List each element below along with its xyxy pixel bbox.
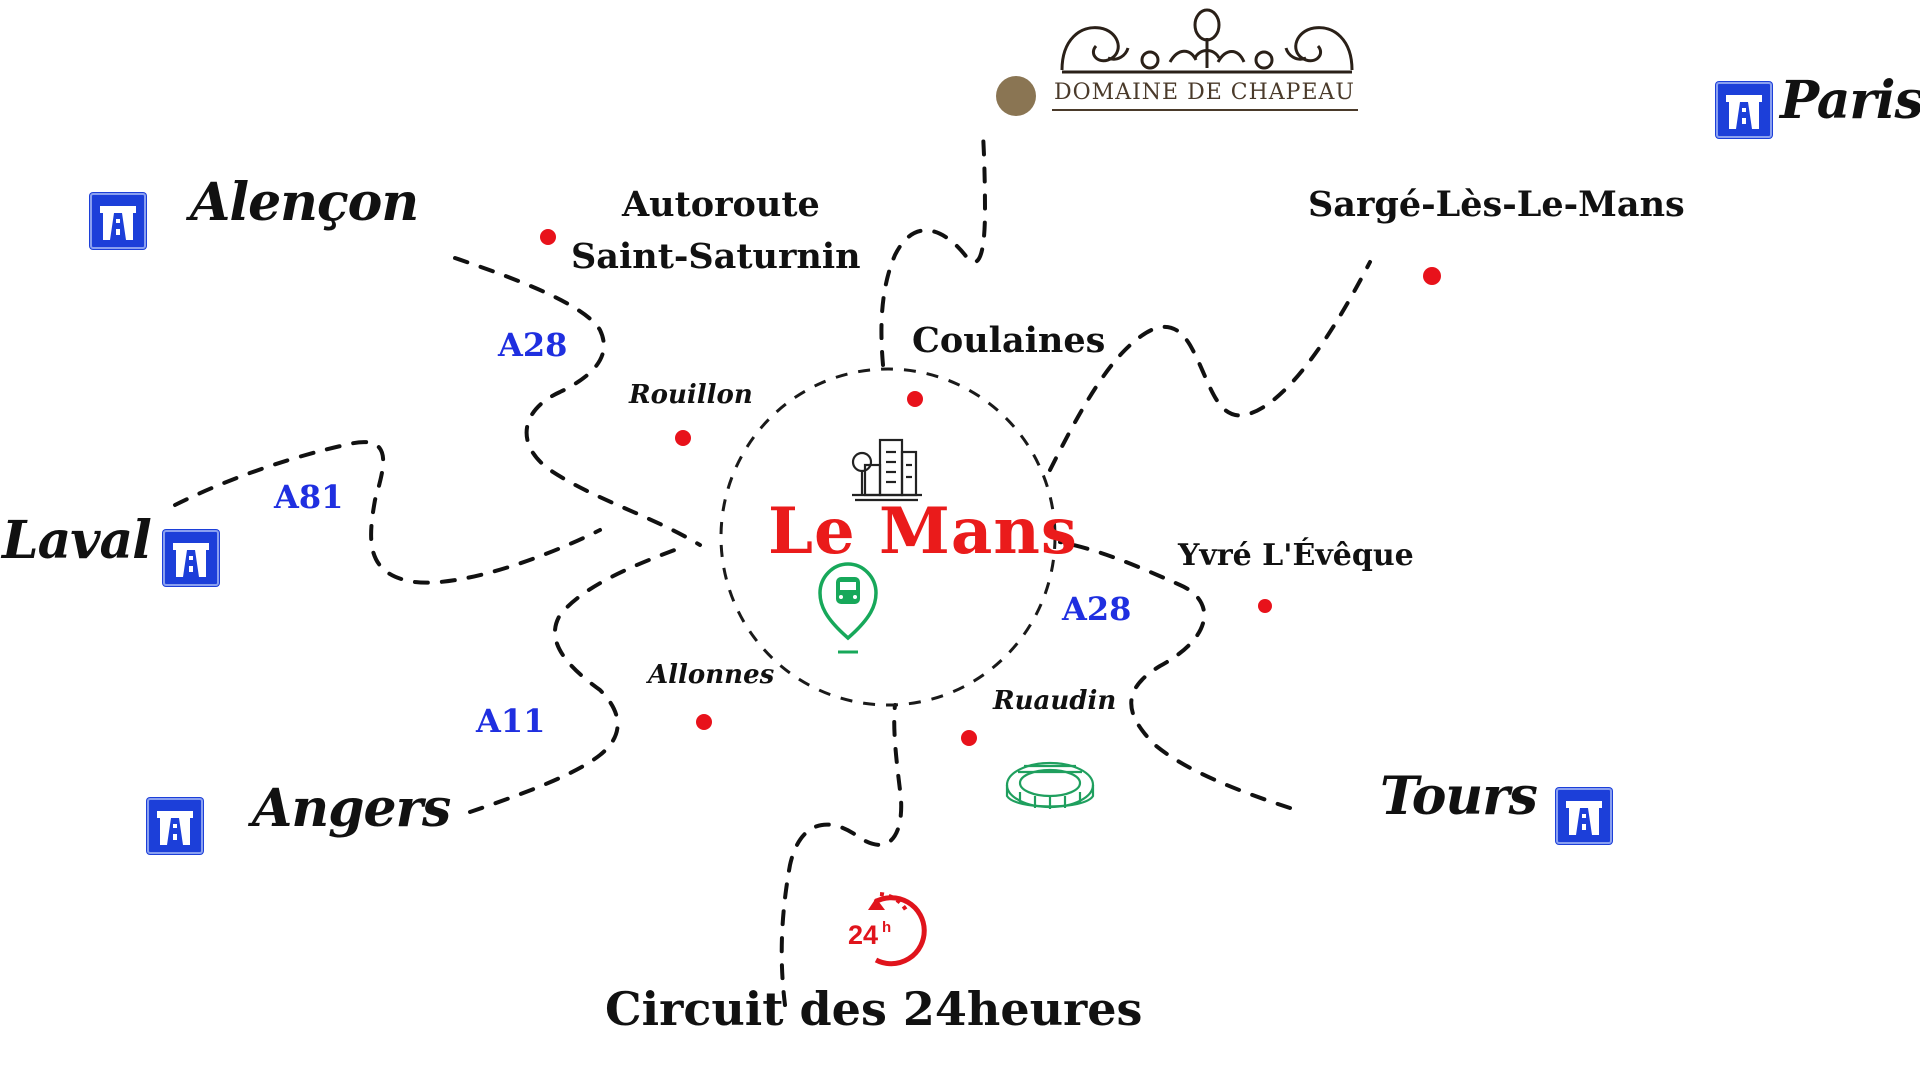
town-dots	[540, 229, 1441, 746]
city-label-angers[interactable]: Angers	[252, 778, 451, 839]
route-a11-angers	[468, 546, 682, 814]
road-label-a11[interactable]: A11	[476, 702, 546, 740]
motorway-sign-icon[interactable]	[1716, 82, 1772, 138]
brand-dot[interactable]	[996, 76, 1036, 116]
train-station-pin-icon[interactable]	[818, 562, 878, 654]
dot-allonnes[interactable]	[696, 714, 712, 730]
city-buildings-icon	[851, 438, 922, 502]
place-label-sarge[interactable]: Sargé-Lès-Le-Mans	[1308, 184, 1685, 225]
city-label-tours[interactable]: Tours	[1380, 766, 1538, 827]
motorway-sign-icon[interactable]	[163, 530, 219, 586]
route-a28-north	[453, 256, 702, 547]
place-label-coulaines[interactable]: Coulaines	[912, 320, 1106, 361]
chateau-ornament-logo	[1060, 8, 1354, 74]
place-label-circuit[interactable]: Circuit des 24heures	[605, 982, 1143, 1036]
city-label-alencon[interactable]: Alençon	[190, 172, 419, 233]
road-label-a28-south[interactable]: A28	[1062, 590, 1132, 628]
dot-rouillon[interactable]	[675, 430, 691, 446]
road-label-a81[interactable]: A81	[274, 478, 344, 516]
center-city-label[interactable]: Le Mans	[768, 494, 1078, 569]
motorway-sign-icon[interactable]	[147, 798, 203, 854]
place-label-autoroute-line2[interactable]: Saint-Saturnin	[571, 236, 861, 277]
route-a28-tours	[1058, 540, 1292, 810]
route-circuit	[779, 703, 904, 1007]
stadium-icon[interactable]	[1005, 761, 1095, 809]
place-label-ruaudin[interactable]: Ruaudin	[993, 686, 1117, 716]
motorway-sign-icon[interactable]	[1556, 788, 1612, 844]
dot-ruaudin[interactable]	[961, 730, 977, 746]
place-label-yvre[interactable]: Yvré L'Évêque	[1178, 538, 1414, 573]
dot-autoroute-saint-saturnin[interactable]	[540, 229, 556, 245]
brand-name[interactable]: DOMAINE DE CHAPEAU	[1054, 80, 1355, 105]
city-label-paris[interactable]: Paris	[1780, 70, 1920, 131]
route-sarge	[1048, 260, 1372, 472]
le-mans-ring	[719, 367, 1057, 707]
road-label-a28-north[interactable]: A28	[498, 326, 568, 364]
route-chapeau	[879, 133, 988, 367]
clock-label-24: 24	[848, 920, 878, 950]
dot-yvre[interactable]	[1258, 599, 1272, 613]
route-a81-laval	[173, 440, 602, 585]
24h-clock-icon[interactable]: 24 h	[848, 892, 927, 967]
place-label-rouillon[interactable]: Rouillon	[629, 380, 753, 410]
clock-label-h: h	[882, 919, 891, 936]
city-label-laval[interactable]: Laval	[2, 510, 152, 571]
place-label-allonnes[interactable]: Allonnes	[648, 660, 775, 690]
dot-coulaines[interactable]	[907, 391, 923, 407]
place-label-autoroute-line1[interactable]: Autoroute	[622, 184, 820, 225]
motorway-sign-icon[interactable]	[90, 193, 146, 249]
dot-sarge[interactable]	[1423, 267, 1441, 285]
